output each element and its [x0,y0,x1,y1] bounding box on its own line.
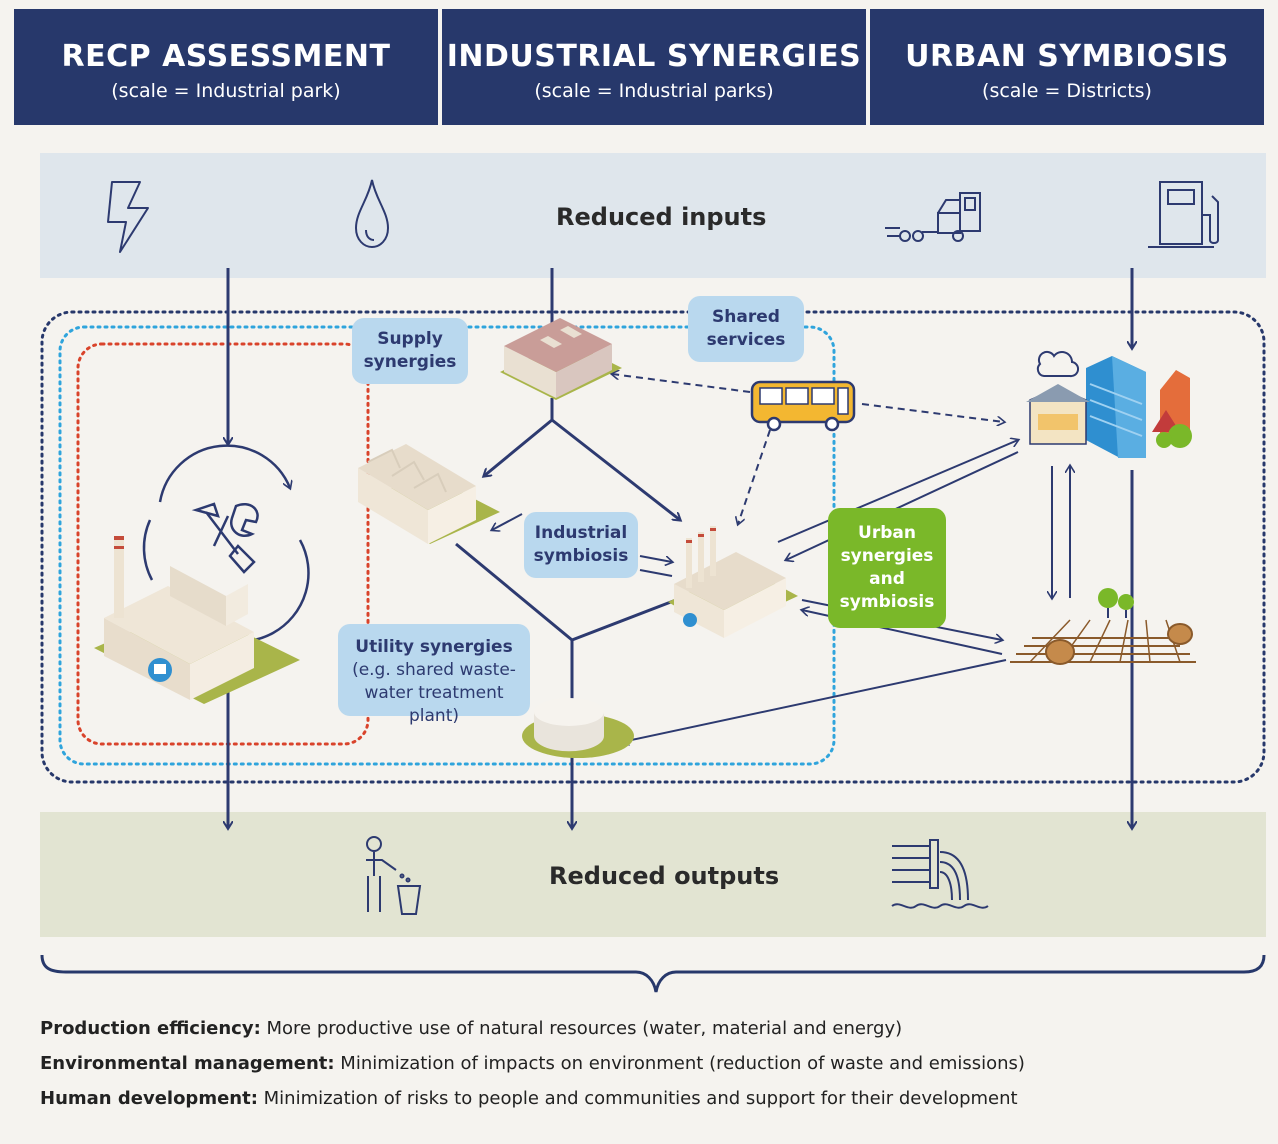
industrial-symbiosis-bubble: Industrial symbiosis [524,512,638,578]
truck-icon [885,192,981,242]
supply-synergies-bubble: Supply synergies [352,318,468,384]
column-scale: (scale = Industrial parks) [534,80,774,102]
bubble-line: water treatment plant) [364,683,504,726]
wastewater-pipe-icon [891,839,989,909]
header-col-industrial: INDUSTRIAL SYNERGIES (scale = Industrial… [442,9,866,125]
bubble-line: synergies [840,546,934,566]
column-title: RECP ASSESSMENT [61,39,391,74]
header-col-urban: URBAN SYMBIOSIS (scale = Districts) [870,9,1264,125]
footer-text: Minimization of impacts on environment (… [334,1053,1025,1074]
outputs-band [40,812,1266,937]
fuel-pump-icon [1148,181,1219,248]
column-scale: (scale = Districts) [982,80,1152,102]
outputs-label: Reduced outputs [549,862,780,890]
factory-icon [358,444,500,544]
footer-term: Human development: [40,1088,258,1109]
footer-line: Human development: Minimization of risks… [40,1088,1018,1109]
bubble-line: synergies [363,352,457,372]
footer-text: More productive use of natural resources… [260,1018,903,1039]
urban-boundary [40,310,1266,784]
recp-boundary [76,342,370,746]
footer-text: Minimization of risks to people and comm… [257,1088,1018,1109]
bubble-line: Shared [712,307,780,327]
city-icon [1026,350,1192,458]
farm-field-icon [1010,588,1196,665]
factory-icon [94,536,300,704]
bubble-line: Industrial [534,523,628,543]
utility-synergies-bubble: Utility synergies (e.g. shared waste- wa… [338,624,530,726]
bubble-line: services [706,330,786,350]
bubble-line: symbiosis [839,592,935,612]
warehouse-icon [500,318,622,400]
footer-term: Environmental management: [40,1053,335,1074]
footer-term: Production efficiency: [40,1018,261,1039]
factory-icon [668,526,798,638]
shared-services-bubble: Shared services [688,296,804,362]
footer-line: Environmental management: Minimization o… [40,1053,1025,1074]
bus-icon [750,380,856,432]
inputs-label: Reduced inputs [556,203,767,231]
bubble-line: Urban [858,523,916,543]
lightning-icon [107,181,149,253]
water-drop-icon [354,179,390,249]
bottom-brace [40,954,1266,993]
column-title: URBAN SYMBIOSIS [905,39,1229,74]
treatment-tank-icon [522,698,634,758]
bubble-line: Supply [377,329,443,349]
bubble-line: (e.g. shared waste- [352,660,516,680]
urban-synergies-bubble: Urban synergies and symbiosis [828,508,946,628]
column-title: INDUSTRIAL SYNERGIES [446,39,862,74]
bin-person-icon [366,836,422,915]
footer-line: Production efficiency: More productive u… [40,1018,902,1039]
bubble-line: symbiosis [533,546,629,566]
column-scale: (scale = Industrial park) [111,80,341,102]
bubble-line: Utility synergies [355,637,513,657]
header-col-recp: RECP ASSESSMENT (scale = Industrial park… [14,9,438,125]
inputs-band [40,153,1266,278]
bubble-line: and [869,569,905,589]
